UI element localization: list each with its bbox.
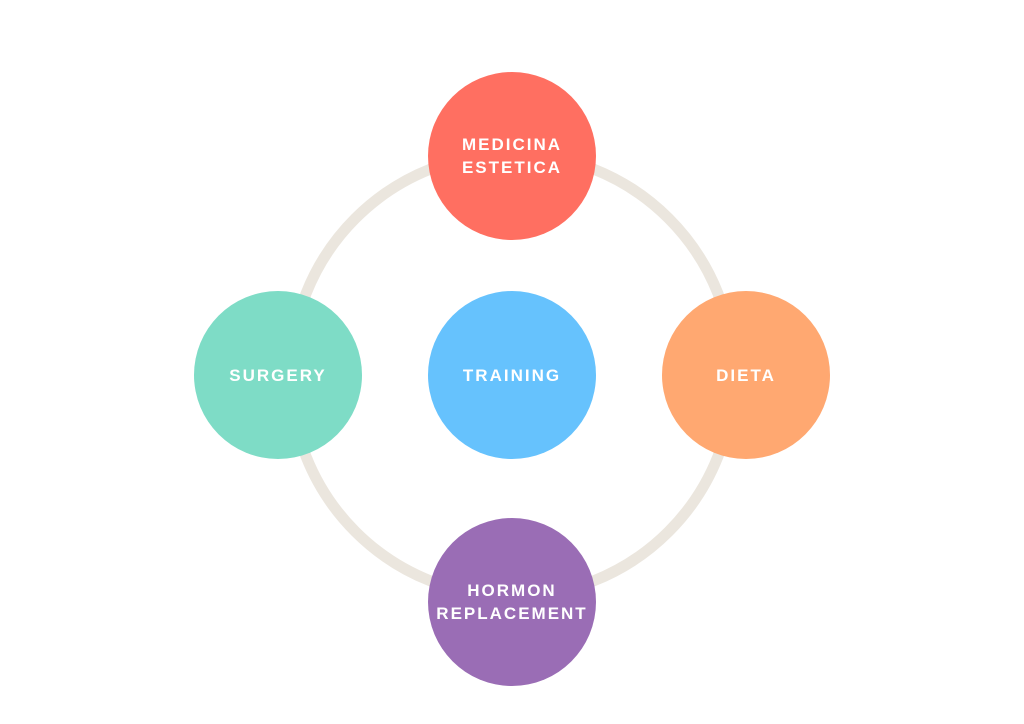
node-label: HORMON REPLACEMENT <box>436 581 588 623</box>
node-dieta: DIETA <box>662 291 830 459</box>
node-hormon-replacement: HORMON REPLACEMENT <box>428 518 596 686</box>
node-surgery: SURGERY <box>194 291 362 459</box>
node-training: TRAINING <box>428 291 596 459</box>
node-medicina-estetica: MEDICINA ESTETICA <box>428 72 596 240</box>
node-label: DIETA <box>716 365 776 385</box>
node-label: TRAINING <box>462 365 562 385</box>
node-label: SURGERY <box>229 365 327 385</box>
node-label: MEDICINA ESTETICA <box>461 135 563 177</box>
